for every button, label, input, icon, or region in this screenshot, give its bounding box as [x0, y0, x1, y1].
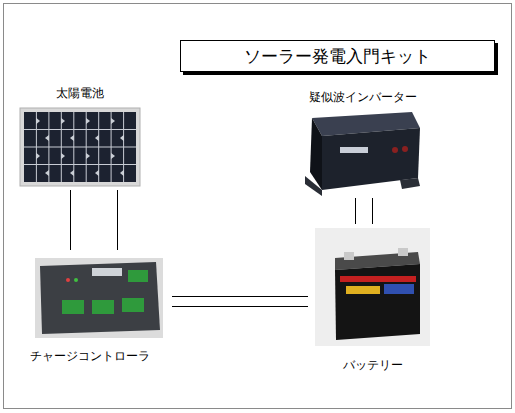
battery-picture [315, 228, 430, 346]
inverter-picture [305, 112, 420, 196]
charge-controller-picture [35, 258, 163, 338]
node-label: 太陽電池 [15, 86, 145, 100]
wire-line [117, 190, 118, 250]
outer-frame [4, 4, 512, 409]
node-label: バッテリー [308, 358, 438, 372]
wire-line [70, 190, 71, 250]
node-label: チャージコントローラ [30, 349, 172, 363]
component-node: チャージコントローラ [22, 250, 172, 368]
node-label: 疑似波インバーター [298, 90, 428, 104]
diagram-title: ソーラー発電入門キット [182, 42, 493, 70]
wire-pair [172, 297, 308, 307]
component-node: バッテリー [308, 224, 438, 376]
wire-line [172, 296, 308, 297]
wire-pair [356, 198, 373, 224]
wire-pair [71, 190, 118, 250]
solar-panel-picture [20, 108, 140, 186]
wire-line [172, 306, 308, 307]
component-node: 疑似波インバーター [298, 88, 428, 198]
title-box [181, 41, 495, 72]
component-node: 太陽電池 [15, 84, 145, 190]
wire-line [355, 198, 356, 224]
wire-line [372, 198, 373, 224]
